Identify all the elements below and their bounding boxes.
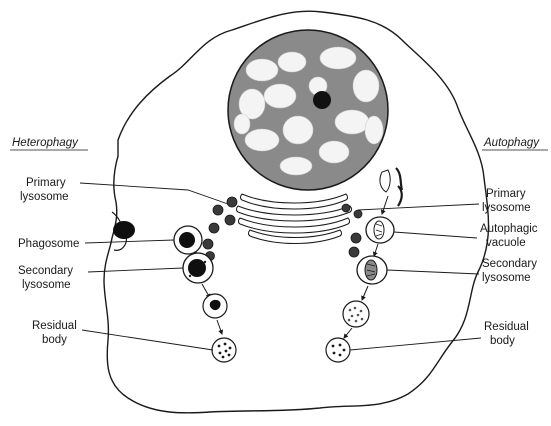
- label-primary-lysosome-left-line1: Primary: [26, 177, 66, 189]
- golgi-lysosomes: [203, 197, 362, 261]
- label-phagosome: Phagosome: [18, 238, 79, 250]
- label-autophagic-vacuole-line2: vacuole: [486, 237, 526, 249]
- mitochondria: [380, 168, 402, 206]
- label-secondary-lysosome-right-line1: Secondary: [482, 258, 537, 270]
- golgi-apparatus: [237, 194, 352, 244]
- secondary-lysosome-right: [357, 256, 387, 284]
- left-labels: Primary lysosome Phagosome Secondary lys…: [18, 177, 79, 346]
- leader-primary-lysosome-left: [80, 183, 228, 204]
- secondary-lysosome-left: [183, 253, 213, 283]
- ingested-particle: [113, 221, 135, 239]
- right-labels: Primary lysosome Autophagic vacuole Seco…: [480, 188, 538, 347]
- leader-autophagic-vacuole: [394, 232, 477, 238]
- digesting-lysosome-right: [343, 301, 369, 327]
- label-autophagic-vacuole-line1: Autophagic: [480, 223, 538, 235]
- heading-autophagy: Autophagy: [483, 137, 540, 149]
- label-secondary-lysosome-right-line2: lysosome: [482, 272, 531, 284]
- leader-residual-body-right: [350, 338, 481, 350]
- label-residual-body-right-line2: body: [490, 335, 515, 347]
- label-secondary-lysosome-left-line2: lysosome: [22, 279, 71, 291]
- heterophagy-pathway: [113, 221, 236, 362]
- leader-primary-lysosome-right: [358, 204, 479, 210]
- leader-residual-body-left: [82, 330, 213, 350]
- heading-heterophagy: Heterophagy: [12, 137, 79, 149]
- residual-body-left: [212, 338, 236, 362]
- label-residual-body-left-line1: Residual: [32, 320, 77, 332]
- nucleus: [228, 30, 388, 190]
- nucleolus: [313, 91, 331, 109]
- label-residual-body-left-line2: body: [42, 334, 67, 346]
- leader-secondary-lysosome-left: [88, 268, 183, 272]
- label-secondary-lysosome-left-line1: Secondary: [18, 265, 73, 277]
- leader-phagosome: [85, 240, 174, 243]
- phagosome: [174, 226, 202, 254]
- label-primary-lysosome-right-line1: Primary: [486, 188, 526, 200]
- leader-secondary-lysosome-right: [387, 270, 479, 274]
- label-primary-lysosome-left-line2: lysosome: [20, 191, 69, 203]
- residual-body-right: [326, 338, 350, 362]
- label-primary-lysosome-right-line2: lysosome: [482, 202, 531, 214]
- label-residual-body-right-line1: Residual: [484, 321, 529, 333]
- digesting-lysosome-left: [203, 294, 227, 318]
- autophagic-vacuole: [366, 217, 394, 243]
